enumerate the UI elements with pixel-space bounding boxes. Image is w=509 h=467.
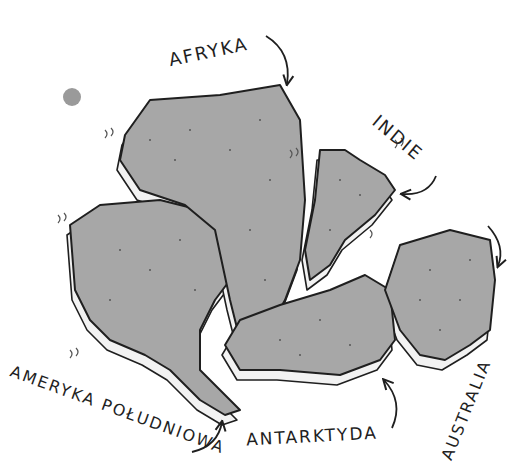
motion-marks xyxy=(58,128,403,358)
grey-dot xyxy=(63,88,81,106)
leader-arrows xyxy=(192,36,500,452)
continent-label: INDIE xyxy=(369,111,427,164)
continent-label: AFRYKA xyxy=(166,34,249,70)
continent-label: AUSTRALIA xyxy=(438,357,494,462)
continent-label: ANTARKTYDA xyxy=(246,423,379,449)
continent-tops xyxy=(70,85,495,415)
